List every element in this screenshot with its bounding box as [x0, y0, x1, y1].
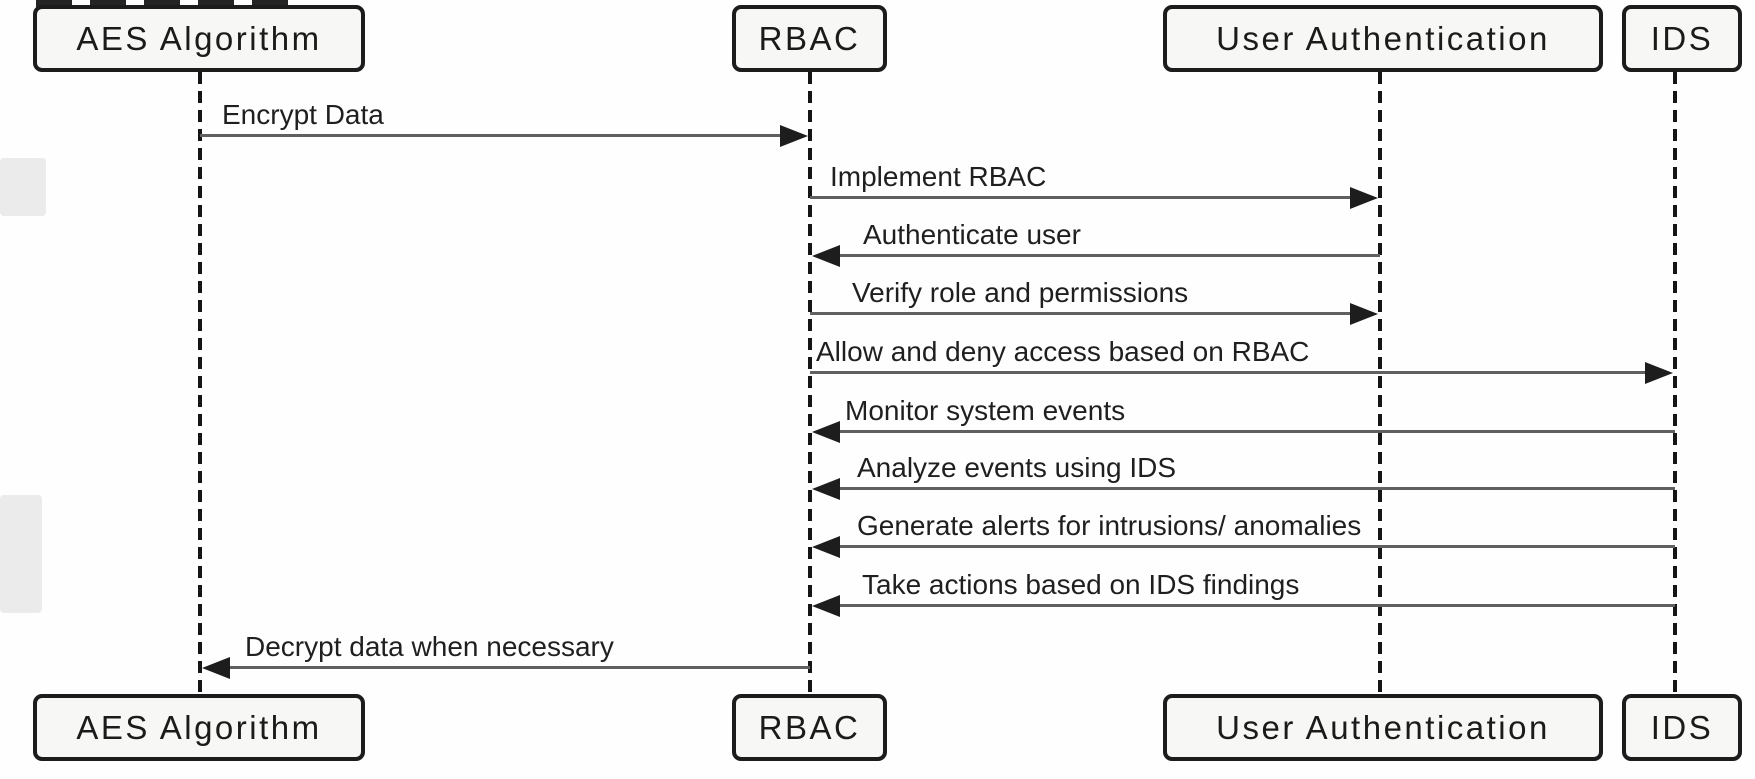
message-label-9: Decrypt data when necessary [245, 631, 614, 662]
message-line-8 [838, 604, 1675, 607]
message-label-1: Implement RBAC [830, 161, 1047, 192]
participant-box-rbac-top: RBAC [732, 5, 887, 72]
message-label-2: Authenticate user [863, 219, 1081, 250]
arrowhead-icon [780, 125, 808, 147]
message-label-4: Allow and deny access based on RBAC [816, 336, 1310, 367]
message-line-7 [838, 545, 1675, 548]
message-line-6 [838, 487, 1675, 490]
message-label-6: Analyze events using IDS [857, 452, 1177, 483]
arrowhead-icon [1350, 187, 1378, 209]
arrowhead-icon [812, 536, 840, 558]
arrowhead-icon [812, 421, 840, 443]
scan-artifact [0, 495, 42, 613]
participant-box-ids-top: IDS [1622, 5, 1742, 72]
participant-box-ua-top: User Authentication [1163, 5, 1603, 72]
participant-box-ids-bottom: IDS [1622, 694, 1742, 761]
arrowhead-icon [1645, 362, 1673, 384]
participant-box-ua-bottom: User Authentication [1163, 694, 1603, 761]
arrowhead-icon [812, 245, 840, 267]
message-line-4 [810, 371, 1649, 374]
cropped-element-artifact [36, 0, 290, 7]
message-label-8: Take actions based on IDS findings [862, 569, 1300, 600]
lifeline-rbac [808, 72, 812, 694]
message-label-5: Monitor system events [845, 395, 1126, 426]
message-line-5 [838, 430, 1675, 433]
message-line-1 [810, 196, 1354, 199]
participant-box-rbac-bottom: RBAC [732, 694, 887, 761]
participant-box-aes-bottom: AES Algorithm [33, 694, 365, 761]
message-line-2 [838, 254, 1380, 257]
message-line-3 [810, 312, 1354, 315]
arrowhead-icon [812, 595, 840, 617]
lifeline-aes [198, 72, 202, 694]
scan-artifact [0, 158, 46, 216]
lifeline-ua [1378, 72, 1382, 694]
message-line-9 [228, 666, 810, 669]
participant-box-aes-top: AES Algorithm [33, 5, 365, 72]
arrowhead-icon [812, 478, 840, 500]
arrowhead-icon [1350, 303, 1378, 325]
arrowhead-icon [202, 657, 230, 679]
message-label-7: Generate alerts for intrusions/ anomalie… [857, 510, 1362, 541]
message-label-0: Encrypt Data [222, 99, 384, 130]
lifeline-ids [1673, 72, 1677, 694]
message-label-3: Verify role and permissions [852, 277, 1189, 308]
message-line-0 [200, 134, 784, 137]
